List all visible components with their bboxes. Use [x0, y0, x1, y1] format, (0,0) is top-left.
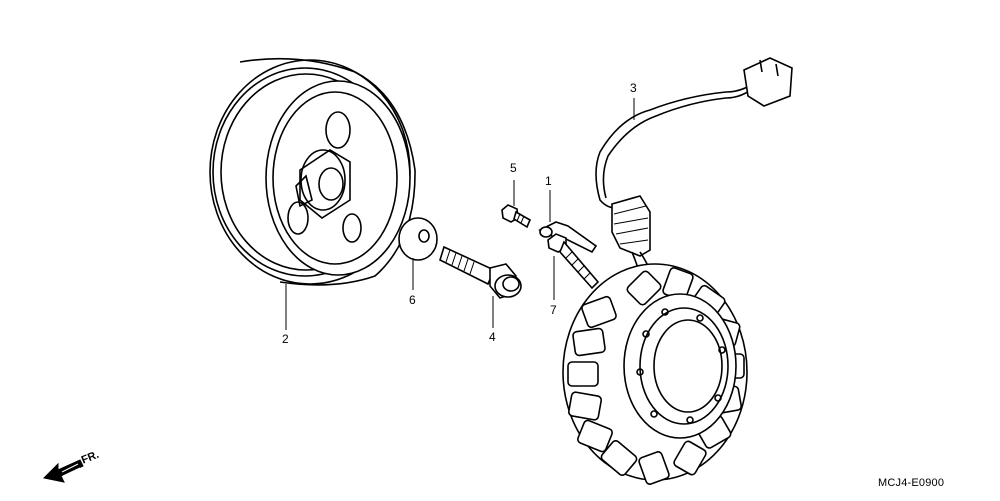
- callout-6: 6: [409, 293, 416, 307]
- callout-7: 7: [550, 303, 557, 317]
- front-direction-arrow: [42, 459, 84, 483]
- small-bolt-5: [501, 204, 532, 229]
- callout-5: 5: [510, 161, 517, 175]
- stator-poles: [567, 267, 745, 485]
- callout-4: 4: [489, 330, 496, 344]
- callout-3: 3: [630, 81, 637, 95]
- washer: [398, 217, 438, 261]
- stator-bolt: [547, 233, 600, 290]
- leader-lines: [285, 98, 635, 330]
- flywheel-rotor: [209, 57, 416, 286]
- diagram-code: MCJ4-E0900: [878, 477, 945, 489]
- stator-coil: [562, 57, 793, 485]
- flywheel-bolt: [439, 245, 522, 299]
- callout-2: 2: [282, 332, 289, 346]
- callout-1: 1: [545, 174, 552, 188]
